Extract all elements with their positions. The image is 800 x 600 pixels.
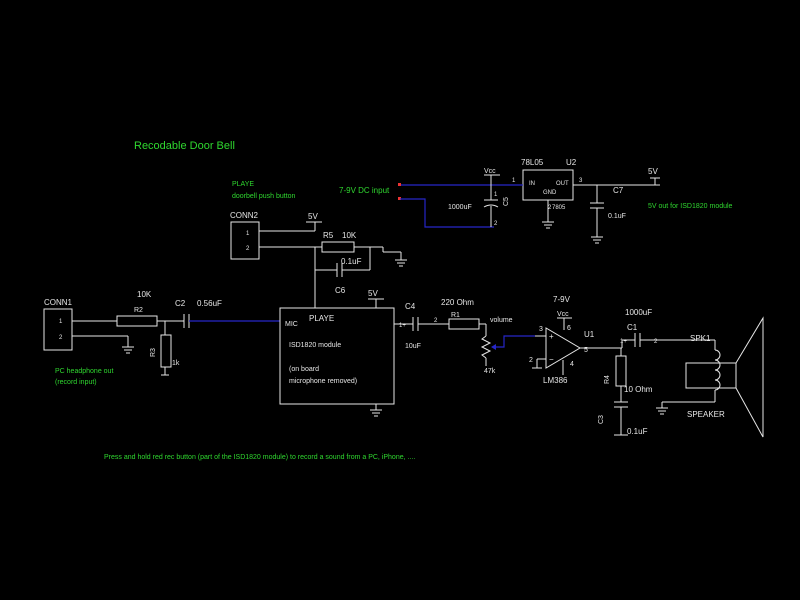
svg-text:1: 1 [246, 231, 250, 237]
svg-text:C7: C7 [613, 186, 624, 195]
svg-text:1: 1 [494, 192, 498, 198]
svg-text:Vcc: Vcc [557, 311, 569, 318]
svg-text:2: 2 [654, 339, 658, 345]
capacitor-c2: C2 0.56uF [175, 299, 280, 328]
svg-text:R5: R5 [323, 231, 334, 240]
svg-text:SPEAKER: SPEAKER [687, 410, 725, 419]
svg-text:1+: 1+ [620, 339, 627, 345]
svg-text:GND: GND [543, 190, 557, 196]
regulator-output-note: 5V out for ISD1820 module [648, 203, 733, 210]
svg-text:PLAYE: PLAYE [309, 314, 334, 323]
svg-text:1000uF: 1000uF [625, 308, 652, 317]
svg-text:volume: volume [490, 317, 513, 324]
svg-text:CONN1: CONN1 [44, 298, 73, 307]
svg-text:LM386: LM386 [543, 376, 568, 385]
svg-text:R4: R4 [604, 375, 611, 384]
speaker-spk1: SPK1 SPEAKER [656, 316, 764, 438]
svg-text:3: 3 [539, 326, 543, 333]
svg-text:2: 2 [494, 221, 498, 227]
svg-text:Vcc: Vcc [484, 168, 496, 175]
svg-text:7805: 7805 [552, 205, 566, 211]
svg-text:1+: 1+ [399, 323, 406, 329]
svg-text:0.56uF: 0.56uF [197, 299, 222, 308]
svg-text:C2: C2 [175, 299, 186, 308]
svg-text:0.1uF: 0.1uF [627, 427, 648, 436]
svg-text:R1: R1 [451, 312, 460, 319]
svg-text:7-9V DC input: 7-9V DC input [339, 186, 390, 195]
conn1-note-line1: PC headphone out [55, 368, 113, 375]
lm386-amplifier: 7-9V Vcc + − 3 6 2 4 5 U1 LM386 [529, 295, 623, 385]
svg-text:1000uF: 1000uF [448, 204, 472, 211]
svg-text:R3: R3 [150, 348, 157, 357]
svg-text:U2: U2 [566, 158, 577, 167]
svg-text:4: 4 [570, 361, 574, 368]
svg-text:47k: 47k [484, 368, 496, 375]
svg-text:5V: 5V [648, 167, 658, 176]
resistor-r3: R3 1k [150, 321, 180, 376]
svg-text:C1: C1 [627, 323, 638, 332]
svg-text:7-9V: 7-9V [553, 295, 571, 304]
svg-text:2: 2 [59, 335, 63, 341]
svg-text:0.1uF: 0.1uF [608, 213, 626, 220]
dc-input-section: 7-9V DC input Vcc 1 2 1000uF C5 [339, 168, 523, 228]
capacitor-c3: C3 0.1uF [598, 401, 648, 436]
svg-text:IN: IN [529, 181, 535, 187]
schematic-title: Recodable Door Bell [134, 140, 235, 152]
svg-text:1: 1 [59, 319, 63, 325]
svg-text:220 Ohm: 220 Ohm [441, 298, 474, 307]
svg-text:1: 1 [512, 178, 516, 184]
svg-text:10 Ohm: 10 Ohm [624, 385, 653, 394]
svg-text:C3: C3 [598, 415, 605, 424]
svg-text:5: 5 [584, 347, 588, 354]
svg-text:5V: 5V [368, 289, 378, 298]
svg-text:10uF: 10uF [405, 343, 421, 350]
svg-text:78L05: 78L05 [521, 158, 544, 167]
svg-text:+: + [549, 332, 554, 341]
svg-text:doorbell push button: doorbell push button [232, 193, 296, 200]
svg-text:C4: C4 [405, 302, 416, 311]
svg-text:−: − [549, 355, 554, 364]
isd1820-module: PLAYE MIC ISD1820 module (on board micro… [279, 289, 413, 417]
svg-text:OUT: OUT [556, 181, 569, 187]
resistor-r5: R5 10K [321, 231, 407, 270]
svg-text:MIC: MIC [285, 321, 298, 328]
svg-text:3: 3 [579, 178, 583, 184]
svg-text:PLAYE: PLAYE [232, 181, 254, 188]
svg-text:10K: 10K [342, 231, 357, 240]
svg-text:2: 2 [548, 205, 552, 211]
capacitor-c4: C4 1+ 10uF [399, 302, 449, 350]
svg-text:C5: C5 [503, 197, 510, 206]
svg-text:ISD1820 module: ISD1820 module [289, 342, 341, 349]
svg-text:R2: R2 [134, 307, 143, 314]
svg-text:C6: C6 [335, 286, 346, 295]
capacitor-c1: 1000uF C1 1+ 2 [620, 308, 700, 347]
footer-note: Press and hold red rec button (part of t… [104, 454, 415, 461]
conn1-note-line2: (record input) [55, 379, 97, 386]
volume-potentiometer: volume 47k [480, 317, 535, 375]
resistor-r1: 220 Ohm R1 2 [434, 298, 487, 336]
svg-text:2: 2 [529, 357, 533, 364]
svg-text:U1: U1 [584, 330, 595, 339]
svg-text:6: 6 [567, 325, 571, 332]
conn1-connector: CONN1 1 2 [43, 298, 134, 354]
resistor-r4: R4 10 Ohm [604, 348, 653, 402]
svg-text:2: 2 [246, 246, 250, 252]
resistor-r2: 10K R2 [116, 290, 184, 327]
regulator-78l05: 78L05 U2 IN OUT GND 1 3 2 7805 5V [512, 158, 660, 229]
capacitor-c6: 0.1uF C6 [314, 247, 370, 308]
svg-text:(on board: (on board [289, 366, 319, 373]
svg-text:0.1uF: 0.1uF [341, 257, 362, 266]
capacitor-c7: C7 0.1uF [590, 185, 626, 244]
svg-text:5V: 5V [308, 212, 318, 221]
svg-text:2: 2 [434, 318, 438, 324]
conn2-connector: PLAYE doorbell push button CONN2 1 2 5V [230, 181, 322, 260]
svg-text:CONN2: CONN2 [230, 211, 259, 220]
svg-text:SPK1: SPK1 [690, 334, 711, 343]
svg-text:microphone removed): microphone removed) [289, 378, 357, 385]
svg-text:1k: 1k [172, 360, 180, 367]
svg-text:10K: 10K [137, 290, 152, 299]
